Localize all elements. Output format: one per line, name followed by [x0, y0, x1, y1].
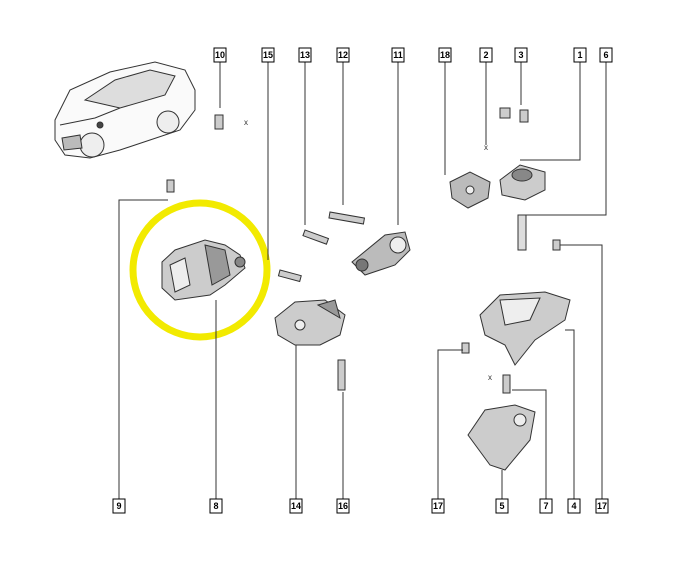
- dimension-mark: x: [244, 118, 248, 127]
- leader-line: [520, 62, 581, 161]
- callout-label-5: 5: [495, 498, 509, 514]
- bracket-part-5: [467, 404, 536, 471]
- leader-line: [560, 244, 603, 499]
- callout-label-3: 3: [514, 47, 528, 63]
- torque-rod-part-11: [351, 231, 411, 276]
- svg-text:11: 11: [393, 50, 403, 60]
- bolts: [166, 107, 561, 394]
- svg-text:7: 7: [543, 501, 548, 511]
- mount-part-1-18: [449, 164, 546, 251]
- callout-label-11: 11: [391, 47, 405, 63]
- highlight-circle: [129, 199, 271, 341]
- callout-label-18: 18: [438, 47, 452, 63]
- svg-text:18: 18: [440, 50, 450, 60]
- svg-text:14: 14: [291, 501, 301, 511]
- callout-label-15: 15: [261, 47, 275, 63]
- leader-line: [565, 329, 575, 499]
- svg-text:4: 4: [571, 501, 576, 511]
- callout-label-14: 14: [289, 498, 303, 514]
- leader-line: [437, 349, 463, 499]
- callout-label-1: 1: [573, 47, 587, 63]
- callout-label-9: 9: [112, 498, 126, 514]
- callout-label-10: 10: [213, 47, 227, 63]
- car-illustration: [54, 61, 196, 159]
- svg-text:17: 17: [597, 501, 607, 511]
- svg-text:6: 6: [603, 50, 608, 60]
- svg-text:1: 1: [577, 50, 582, 60]
- dimension-mark: x: [488, 373, 492, 382]
- callout-label-12: 12: [336, 47, 350, 63]
- svg-text:5: 5: [499, 501, 504, 511]
- svg-text:3: 3: [518, 50, 523, 60]
- callout-label-17: 17: [595, 498, 609, 514]
- callout-label-7: 7: [539, 498, 553, 514]
- leader-line: [118, 199, 168, 499]
- callout-label-13: 13: [298, 47, 312, 63]
- callout-label-6: 6: [599, 47, 613, 63]
- svg-text:2: 2: [483, 50, 488, 60]
- leader-line: [512, 389, 547, 499]
- dimension-mark: x: [484, 143, 488, 152]
- engine-mount-part-8: [161, 239, 246, 301]
- leader-line: [525, 62, 607, 216]
- bracket-part-14: [274, 299, 346, 346]
- svg-text:10: 10: [215, 50, 225, 60]
- svg-text:8: 8: [213, 501, 218, 511]
- callout-label-2: 2: [479, 47, 493, 63]
- callout-label-8: 8: [209, 498, 223, 514]
- callout-label-16: 16: [336, 498, 350, 514]
- bracket-part-4: [479, 291, 571, 366]
- svg-text:13: 13: [300, 50, 310, 60]
- callout-label-17: 17: [431, 498, 445, 514]
- svg-text:9: 9: [116, 501, 121, 511]
- svg-text:16: 16: [338, 501, 348, 511]
- svg-text:12: 12: [338, 50, 348, 60]
- svg-text:15: 15: [263, 50, 273, 60]
- callout-label-4: 4: [567, 498, 581, 514]
- svg-text:17: 17: [433, 501, 443, 511]
